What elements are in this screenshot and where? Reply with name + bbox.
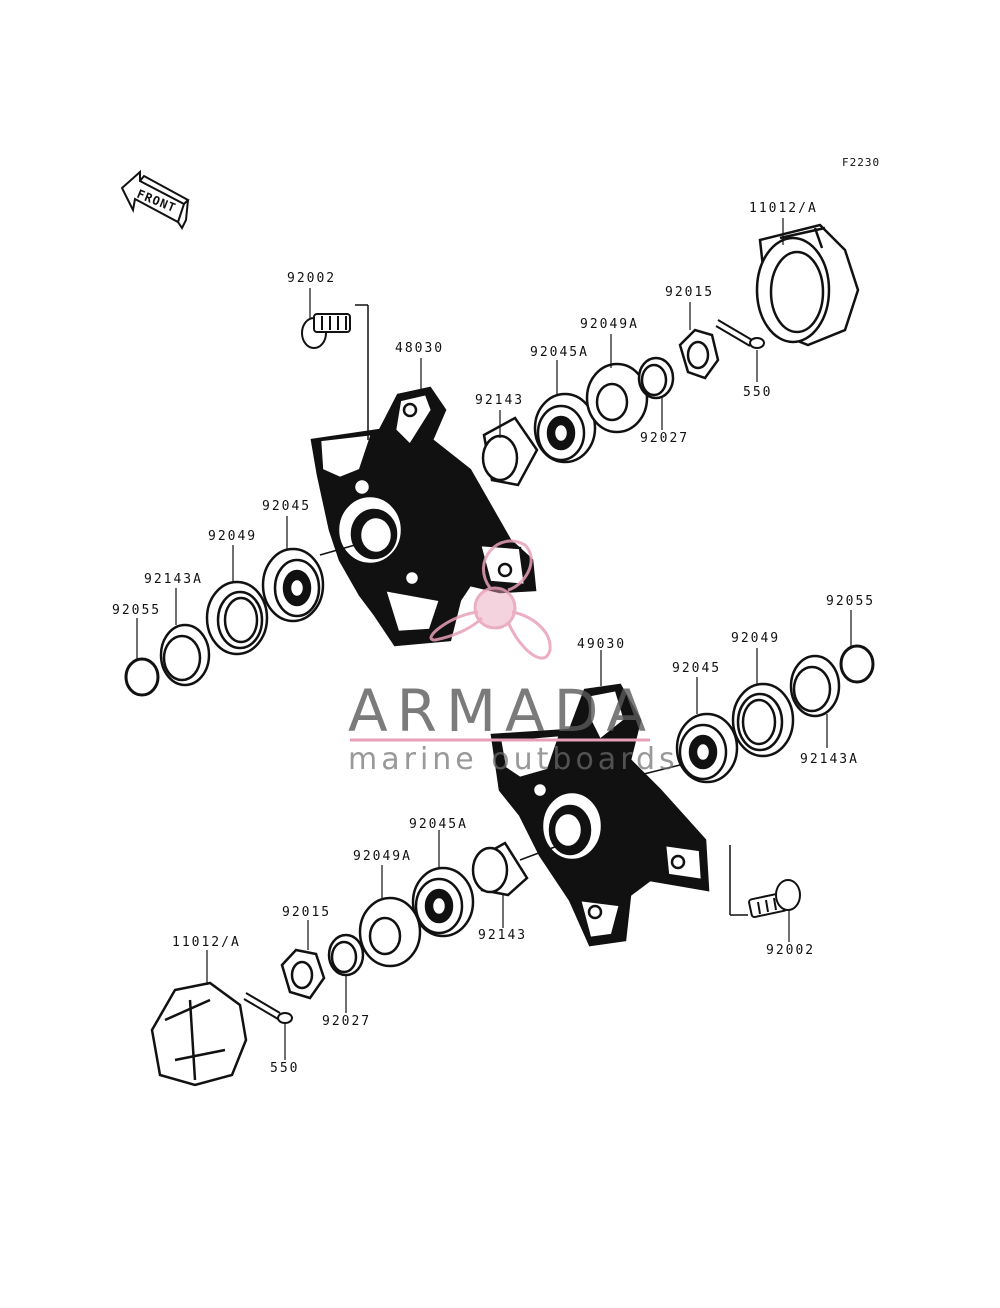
collar-upper-shape <box>481 416 539 487</box>
label-ring-lower: 92027 <box>322 1014 372 1029</box>
spacer-a-upper-shape <box>585 362 649 434</box>
leader-lines <box>136 218 852 1060</box>
label-nut-upper: 92015 <box>665 285 715 300</box>
label-bearing-lower: 92045 <box>672 661 722 676</box>
hub-lower-shape <box>490 683 710 947</box>
label-collar-lower: 92143 <box>478 928 528 943</box>
label-seal-lower: 92049 <box>731 631 781 646</box>
bearing-lower-shape <box>675 712 739 784</box>
label-collar-a-lower: 92143A <box>800 752 859 767</box>
label-pin-lower: 550 <box>270 1061 300 1076</box>
bearing-a-lower-shape <box>411 866 475 938</box>
label-snap-lower: 92055 <box>826 594 876 609</box>
label-spacer-a-lower: 92049A <box>353 849 412 864</box>
ring-lower-shape <box>327 933 365 977</box>
bolt-upper-shape <box>301 313 351 349</box>
nut-upper-shape <box>678 328 720 380</box>
label-nut-lower: 92015 <box>282 905 332 920</box>
figure-code: F2230 <box>842 156 881 169</box>
front-arrow-icon <box>120 169 190 230</box>
label-ring-upper: 92027 <box>640 431 690 446</box>
label-bearing-a-lower: 92045A <box>409 817 468 832</box>
snap-lower-shape <box>839 644 875 684</box>
label-seal-upper: 92049 <box>208 529 258 544</box>
snap-upper-shape <box>124 657 160 697</box>
label-pin-upper: 550 <box>743 385 773 400</box>
label-hub-lower: 49030 <box>577 637 627 652</box>
seal-lower-shape <box>731 682 795 758</box>
cap-upper-shape <box>755 223 860 347</box>
seal-upper-shape <box>205 580 269 656</box>
ring-upper-shape <box>637 356 675 400</box>
watermark-subtitle: marine outboards <box>348 742 679 777</box>
label-bearing-a-upper: 92045A <box>530 345 589 360</box>
label-snap-upper: 92055 <box>112 603 162 618</box>
collar-a-upper-shape <box>159 623 211 687</box>
watermark-title: ARMADA <box>348 677 656 745</box>
collar-lower-shape <box>471 841 529 897</box>
propeller-logo-icon <box>429 539 552 660</box>
label-hub-upper: 48030 <box>395 341 445 356</box>
label-cap-upper: 11012/A <box>749 201 818 216</box>
collar-a-lower-shape <box>789 654 841 718</box>
label-collar-upper: 92143 <box>475 393 525 408</box>
cap-lower-shape <box>150 981 248 1087</box>
hub-upper-shape <box>310 386 537 647</box>
bearing-a-upper-shape <box>533 392 597 464</box>
label-collar-a-upper: 92143A <box>144 572 203 587</box>
bearing-upper-shape <box>261 547 325 623</box>
label-bearing-upper: 92045 <box>262 499 312 514</box>
bolt-lower-shape <box>748 879 801 918</box>
label-cap-lower: 11012/A <box>172 935 241 950</box>
pin-lower-shape <box>243 992 293 1024</box>
label-bolt-upper: 92002 <box>287 271 337 286</box>
nut-lower-shape <box>280 948 326 1000</box>
label-bolt-lower: 92002 <box>766 943 816 958</box>
pin-upper-shape <box>715 319 765 349</box>
label-spacer-a-upper: 92049A <box>580 317 639 332</box>
spacer-a-lower-shape <box>358 896 422 968</box>
